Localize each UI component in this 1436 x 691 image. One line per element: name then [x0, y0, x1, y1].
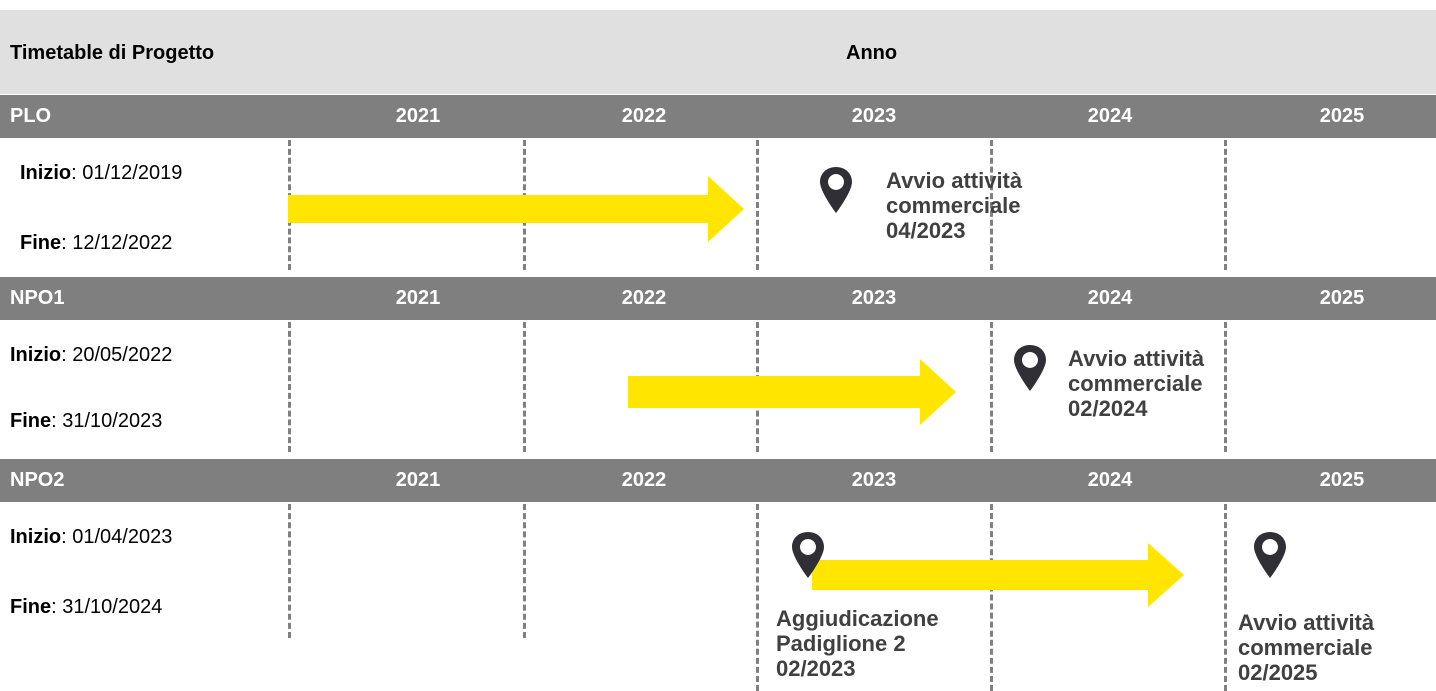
- year-label: 2021: [395, 105, 441, 127]
- row-label: NPO2: [10, 469, 65, 491]
- timeline-arrow: [812, 543, 1184, 607]
- year-label: 2023: [851, 105, 897, 127]
- year-divider: [523, 504, 526, 638]
- map-pin-icon: [792, 532, 824, 578]
- year-divider: [523, 322, 526, 452]
- milestone-label: Aggiudicazione Padiglione 2 02/2023: [776, 606, 939, 681]
- row-header-npo2: NPO2 2021 2022 2023 2024 2025: [0, 459, 1436, 502]
- year-label: 2023: [851, 287, 897, 309]
- year-divider: [756, 504, 759, 691]
- year-label: 2025: [1319, 287, 1365, 309]
- year-label: 2025: [1319, 469, 1365, 491]
- year-divider: [756, 140, 759, 270]
- end-date: Fine: 31/10/2023: [10, 410, 163, 432]
- map-pin-icon: [1254, 532, 1286, 578]
- year-label: 2024: [1087, 287, 1133, 309]
- map-pin-icon: [820, 167, 852, 213]
- start-date: Inizio: 01/04/2023: [10, 526, 173, 548]
- header-bar: [0, 10, 1436, 94]
- year-divider: [990, 322, 993, 452]
- milestone-label: Avvio attività commerciale 02/2025: [1238, 610, 1375, 685]
- year-label: 2022: [621, 105, 667, 127]
- end-date: Fine: 31/10/2024: [10, 596, 163, 618]
- timeline-arrow: [628, 359, 956, 425]
- milestone-label: Avvio attività commerciale 02/2024: [1068, 346, 1205, 421]
- year-label: 2025: [1319, 105, 1365, 127]
- year-divider: [990, 140, 993, 270]
- milestone-label: Avvio attività commerciale 04/2023: [886, 168, 1023, 243]
- year-label: 2022: [621, 469, 667, 491]
- year-label: 2023: [851, 469, 897, 491]
- year-label: 2024: [1087, 105, 1133, 127]
- row-label: PLO: [10, 105, 52, 127]
- year-axis-title: Anno: [846, 42, 898, 64]
- year-label: 2022: [621, 287, 667, 309]
- map-pin-icon: [1014, 345, 1046, 391]
- year-label: 2021: [395, 287, 441, 309]
- row-header-plo: PLO 2021 2022 2023 2024 2025: [0, 95, 1436, 138]
- year-divider: [1224, 504, 1227, 691]
- year-divider: [1224, 140, 1227, 270]
- row-label: NPO1: [10, 287, 65, 309]
- year-label: 2021: [395, 469, 441, 491]
- year-divider: [1224, 322, 1227, 452]
- page-title: Timetable di Progetto: [10, 42, 215, 64]
- row-header-npo1: NPO1 2021 2022 2023 2024 2025: [0, 277, 1436, 320]
- end-date: Fine: 12/12/2022: [20, 232, 173, 254]
- start-date: Inizio: 01/12/2019: [20, 162, 183, 184]
- year-divider: [990, 504, 993, 691]
- year-divider: [288, 504, 291, 638]
- start-date: Inizio: 20/05/2022: [10, 344, 173, 366]
- year-label: 2024: [1087, 469, 1133, 491]
- year-divider: [288, 322, 291, 452]
- timeline-arrow: [288, 176, 744, 242]
